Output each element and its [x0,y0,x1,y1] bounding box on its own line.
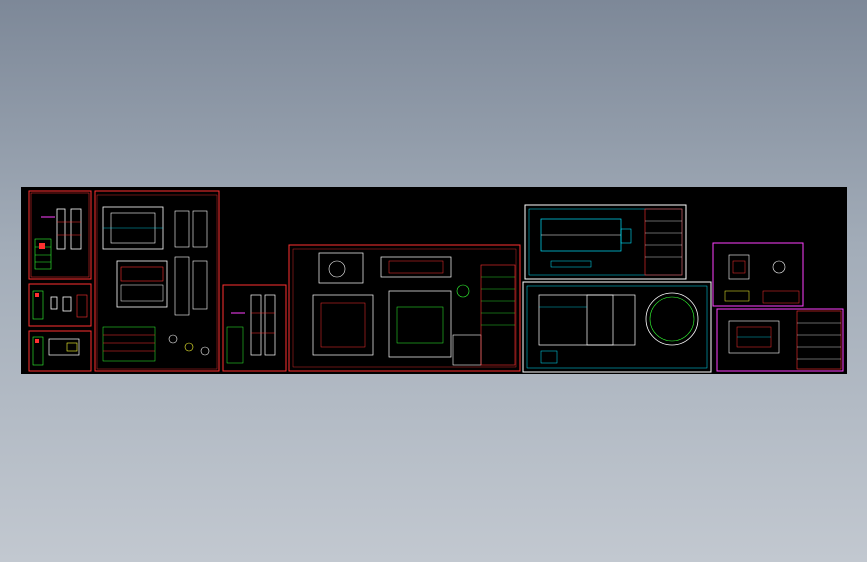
sheet-6[interactable] [288,244,521,372]
sheet-4[interactable] [94,190,220,372]
sheet-5[interactable] [222,284,287,372]
cad-drawing [28,190,844,373]
sheet-9[interactable] [712,242,804,307]
sheet-8[interactable] [522,281,712,373]
sheet-10[interactable] [716,308,844,372]
sheet-3[interactable] [28,330,92,372]
sheet-7[interactable] [524,204,687,280]
cad-model-space[interactable] [21,187,847,374]
sheet-1[interactable] [28,190,92,280]
sheet-2[interactable] [28,283,92,327]
